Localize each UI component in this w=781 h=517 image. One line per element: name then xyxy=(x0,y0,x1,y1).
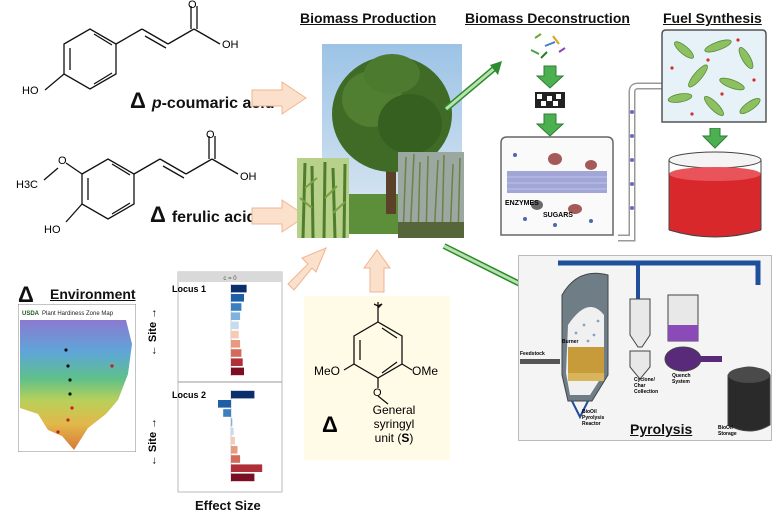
header-environment: Environment xyxy=(50,286,136,302)
locus1-bar xyxy=(231,349,242,357)
ferulic-acid-structure: O OH O H3C HO xyxy=(16,130,257,236)
carbonyl-o-label: O xyxy=(188,0,197,11)
locus1-label: Locus 1 xyxy=(172,284,206,294)
ome-label: OMe xyxy=(412,364,438,378)
arrow-coumaric-to-biomass xyxy=(251,81,307,115)
methyl-label: H3C xyxy=(16,179,38,191)
locus2-bar xyxy=(231,390,255,399)
grass-photo xyxy=(398,152,464,238)
locus1-bar xyxy=(231,367,244,376)
header-fuel-synthesis: Fuel Synthesis xyxy=(663,10,762,26)
locus2-bar xyxy=(231,464,263,472)
locus2-label: Locus 2 xyxy=(172,390,206,400)
locus2-bar xyxy=(231,436,235,445)
p-coumaric-acid-structure: O OH HO xyxy=(22,0,239,97)
locus2-bar xyxy=(231,446,238,454)
meo-label: MeO xyxy=(314,364,340,378)
transfer-pipe xyxy=(618,82,662,242)
syringyl-delta: Δ xyxy=(322,412,338,437)
locus1-bar xyxy=(231,358,243,366)
acid-oh-label: OH xyxy=(222,39,239,51)
arrow-environment-to-biomass xyxy=(287,247,327,291)
locus1-bar xyxy=(231,321,239,330)
ferulic-ho-label: HO xyxy=(44,224,61,236)
locus2-bar xyxy=(231,455,241,463)
header-biomass-production: Biomass Production xyxy=(300,10,437,26)
syringyl-line3: unit (S) xyxy=(375,431,414,445)
para-o-label: O xyxy=(373,387,382,399)
locus2-bar xyxy=(231,427,234,436)
fuel-beaker xyxy=(668,151,762,238)
methoxy-o-label: O xyxy=(58,155,67,167)
ferulic-acid-oh-label: OH xyxy=(240,171,257,183)
header-biomass-deconstruction: Biomass Deconstruction xyxy=(465,10,630,26)
arrow-to-deconstruction xyxy=(444,61,502,112)
corn-photo xyxy=(297,158,349,238)
locus1-bar xyxy=(231,340,241,348)
sugars-label: SUGARS xyxy=(543,212,573,219)
deconstruction-vessel: ENZYMES SUGARS xyxy=(500,136,614,236)
effect-size-label: Effect Size xyxy=(195,498,261,513)
map-title: Plant Hardiness Zone Map xyxy=(42,311,114,317)
arrow-to-fuel xyxy=(701,128,729,149)
usda-logo: USDA xyxy=(22,311,40,317)
environment-delta: Δ xyxy=(18,282,34,307)
hardiness-zone-map: USDA Plant Hardiness Zone Map xyxy=(18,304,136,452)
arrow-syringyl-to-biomass xyxy=(363,249,391,293)
locus1-bar xyxy=(231,330,239,339)
header-pyrolysis: Pyrolysis xyxy=(630,421,693,437)
phenol-ho-label: HO xyxy=(22,85,39,97)
burner-label: Burner xyxy=(562,339,578,345)
ferulic-carbonyl-o-label: O xyxy=(206,130,215,141)
feedstock-label: Feedstock xyxy=(520,351,545,357)
fuel-synthesis-vessel xyxy=(661,29,767,123)
chart-strip-label: c = 0 xyxy=(223,276,237,282)
locus2-bar xyxy=(231,418,233,426)
locus2-bar xyxy=(218,400,231,408)
syringyl-line1: General xyxy=(373,403,416,417)
syringyl-line2: syringyl xyxy=(374,417,415,431)
locus1-bar xyxy=(231,294,244,302)
locus1-bar xyxy=(231,284,247,293)
locus2-bar xyxy=(223,409,231,417)
locus1-bar xyxy=(231,312,241,320)
arrow-ferulic-to-biomass xyxy=(251,199,307,233)
syringyl-structure: MeO OMe O General syringyl unit (S) Δ xyxy=(314,302,438,445)
enzymes-label: ENZYMES xyxy=(505,200,539,207)
effect-size-chart: c = 0 Locus 1 Locus 2 ← Site → ← Site → xyxy=(147,271,283,493)
locus2-bars xyxy=(218,390,263,482)
locus1-bar xyxy=(231,303,242,311)
deconstruction-steps xyxy=(530,33,566,137)
site-label-1: ← Site → xyxy=(147,308,159,356)
locus2-bar xyxy=(231,473,255,482)
site-label-2: ← Site → xyxy=(147,418,159,466)
locus1-bars xyxy=(230,284,247,376)
